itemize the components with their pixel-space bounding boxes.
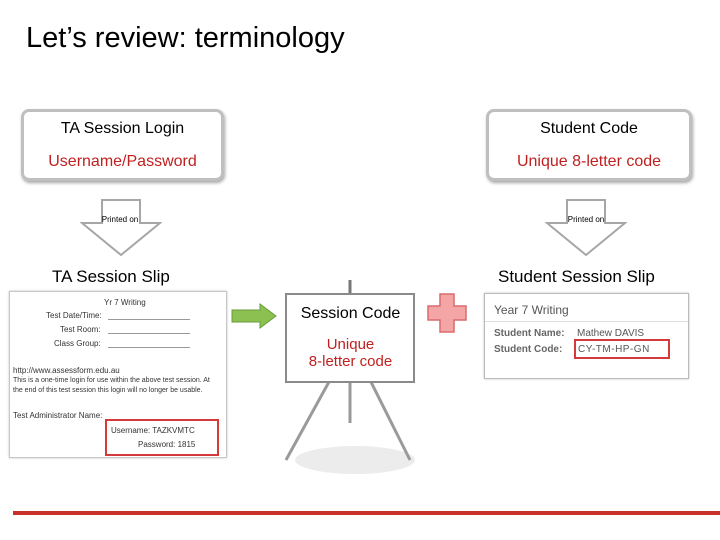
student-code-label: Student Code: <box>494 344 563 355</box>
ta-credentials-highlight <box>105 419 219 456</box>
ta-session-login-heading: TA Session Login <box>60 120 185 137</box>
ta-session-login-box: TA Session Login Username/Password <box>21 109 224 181</box>
ta-slip-field-class: Class Group: <box>54 339 101 348</box>
printed-on-label-left: Printed on <box>101 215 139 224</box>
student-session-slip-label: Student Session Slip <box>498 267 655 286</box>
printed-on-arrow-right <box>545 199 627 257</box>
ta-session-slip-label: TA Session Slip <box>52 267 170 286</box>
student-code-value: CY-TM-HP-GN <box>578 344 650 355</box>
ta-slip-username: Username: TAZKVMTC <box>111 426 195 435</box>
student-code-heading: Student Code <box>540 120 638 137</box>
session-code-line-2: 8-letter code <box>308 353 393 370</box>
ta-session-slip: Yr 7 Writing Test Date/Time: Test Room: … <box>9 291 227 458</box>
student-session-slip: Year 7 Writing Student Name: Mathew DAVI… <box>484 293 689 379</box>
student-code-highlight <box>574 339 670 359</box>
student-name-label: Student Name: <box>494 328 565 339</box>
session-code-heading: Session Code <box>300 305 401 322</box>
ta-slip-heading: Yr 7 Writing <box>104 298 146 307</box>
ta-slip-url: http://www.assessform.edu.au <box>13 366 120 375</box>
bottom-divider <box>13 511 720 515</box>
ta-slip-field-room: Test Room: <box>60 325 101 334</box>
ta-session-login-sub: Username/Password <box>48 153 197 170</box>
ta-slip-password: Password: 1815 <box>138 440 196 449</box>
ta-slip-field-date: Test Date/Time: <box>46 311 102 320</box>
plus-icon <box>427 293 467 333</box>
page-title: Let’s review: terminology <box>26 22 345 54</box>
printed-on-label-right: Printed on <box>567 215 605 224</box>
green-arrow-icon <box>231 303 277 329</box>
session-code-line-1: Unique <box>326 336 375 353</box>
student-name-value: Mathew DAVIS <box>577 328 645 339</box>
ta-slip-admin: Test Administrator Name: <box>13 411 103 420</box>
student-slip-heading: Year 7 Writing <box>494 303 569 317</box>
easel-icon <box>284 280 415 474</box>
student-code-box: Student Code Unique 8-letter code <box>486 109 692 181</box>
student-code-sub: Unique 8-letter code <box>516 153 662 170</box>
ta-slip-note-2: the end of this test session this login … <box>13 387 203 394</box>
printed-on-arrow-left <box>80 199 162 257</box>
session-code-board: Session Code Unique 8-letter code <box>287 295 414 381</box>
ta-slip-note-1: This is a one-time login for use within … <box>13 377 210 384</box>
